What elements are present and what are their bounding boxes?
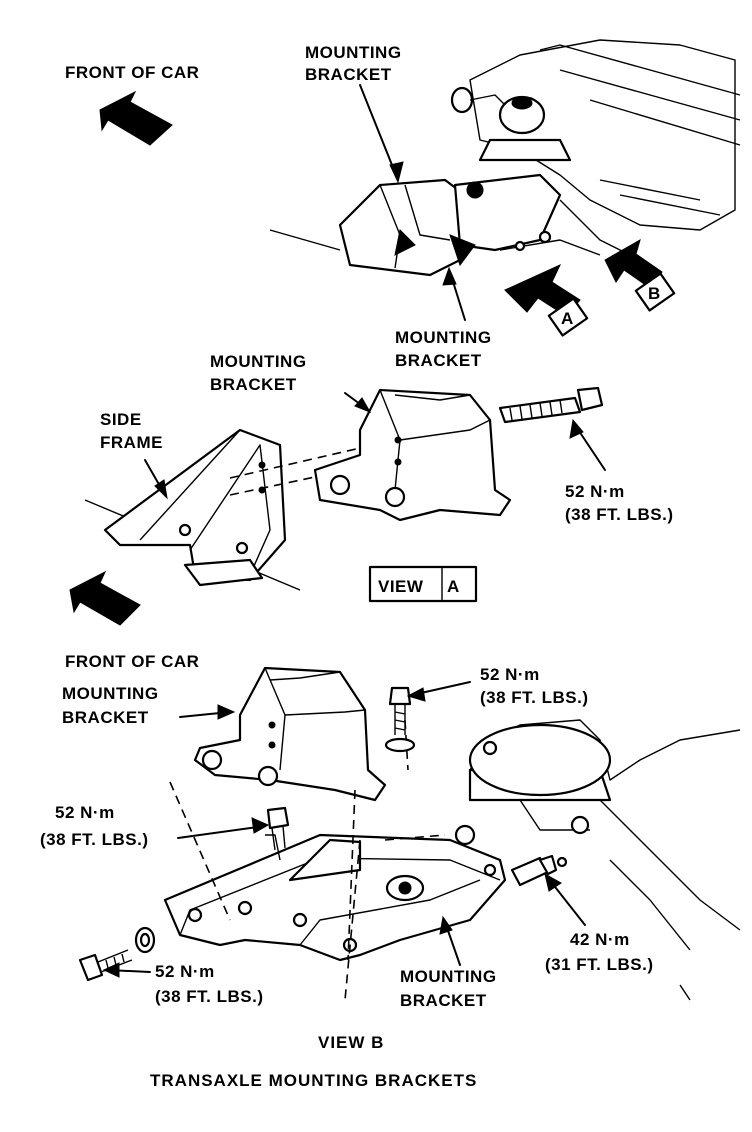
mounting-bracket-label-view-a-2: BRACKET [210,375,297,394]
mounting-bracket-view-a [313,388,512,522]
crossmember-bracket [163,833,507,962]
mounting-bracket-label-view-a-1: MOUNTING [210,352,307,371]
mounting-bracket-label-top-2: BRACKET [305,65,392,84]
mounting-bracket-label-view-b-bottom-2: BRACKET [400,991,487,1010]
view-a: VIEW A MOUNTING BRACKET SIDE FRAME 52 N·… [69,352,674,626]
view-a-marker [547,297,589,337]
callout-torque-view-b-left [177,825,266,839]
mounting-bracket-label-view-b-bottom-1: MOUNTING [400,967,497,986]
mounting-bracket-label-view-b-1: MOUNTING [62,684,159,703]
torque-view-a-1: 52 N·m [565,482,625,501]
side-frame-label-2: FRAME [100,433,163,452]
torque-view-a-2: (38 FT. LBS.) [565,505,674,524]
alignment-lines-b [169,781,231,921]
side-frame-label-1: SIDE [100,410,142,429]
bolt-view-b-left [266,806,290,830]
torque-view-b-bottom-2: (38 FT. LBS.) [155,987,264,1006]
bolt-view-b-bottom [78,953,104,982]
mounting-bracket-label-mid-2: BRACKET [395,351,482,370]
torque-view-b-bottom-1: 52 N·m [155,962,215,981]
mounting-bracket-view-b [193,666,387,802]
view-b-marker-label: B [648,284,661,303]
mounting-bracket-label-mid-1: MOUNTING [395,328,492,347]
torque-view-b-top-2: (38 FT. LBS.) [480,688,589,707]
view-b-marker [634,272,676,312]
mounting-bracket-top [338,178,467,277]
torque-view-b-left-1: 52 N·m [55,803,115,822]
torque-view-b-right-1: 42 N·m [570,930,630,949]
mounting-bracket-label-top-1: MOUNTING [305,43,402,62]
front-of-car-label-bottom: FRONT OF CAR [65,652,199,671]
view-b: FRONT OF CAR MOUNTING BRACKET 52 N·m (38… [40,652,741,1010]
torque-view-b-right-2: (31 FT. LBS.) [545,955,654,974]
mounting-bracket-label-view-b-2: BRACKET [62,708,149,727]
view-a-marker-label: A [561,309,574,328]
figure-title: TRANSAXLE MOUNTING BRACKETS [150,1071,477,1090]
front-of-car-label-top: FRONT OF CAR [65,63,199,82]
torque-view-b-top-1: 52 N·m [480,665,540,684]
view-a-title: VIEW [378,577,424,596]
torque-view-b-left-2: (38 FT. LBS.) [40,830,149,849]
view-a-box [368,565,478,603]
view-a-title-letter: A [447,577,460,596]
top-assembly: A B FRONT OF CAR MOUNTING BRACKET MOUNTI… [65,39,741,370]
view-b-caption: VIEW B [318,1033,384,1052]
front-of-car-arrow-bottom [69,570,141,626]
front-of-car-arrow-top [99,90,173,146]
bolt-view-b-top [388,686,412,706]
